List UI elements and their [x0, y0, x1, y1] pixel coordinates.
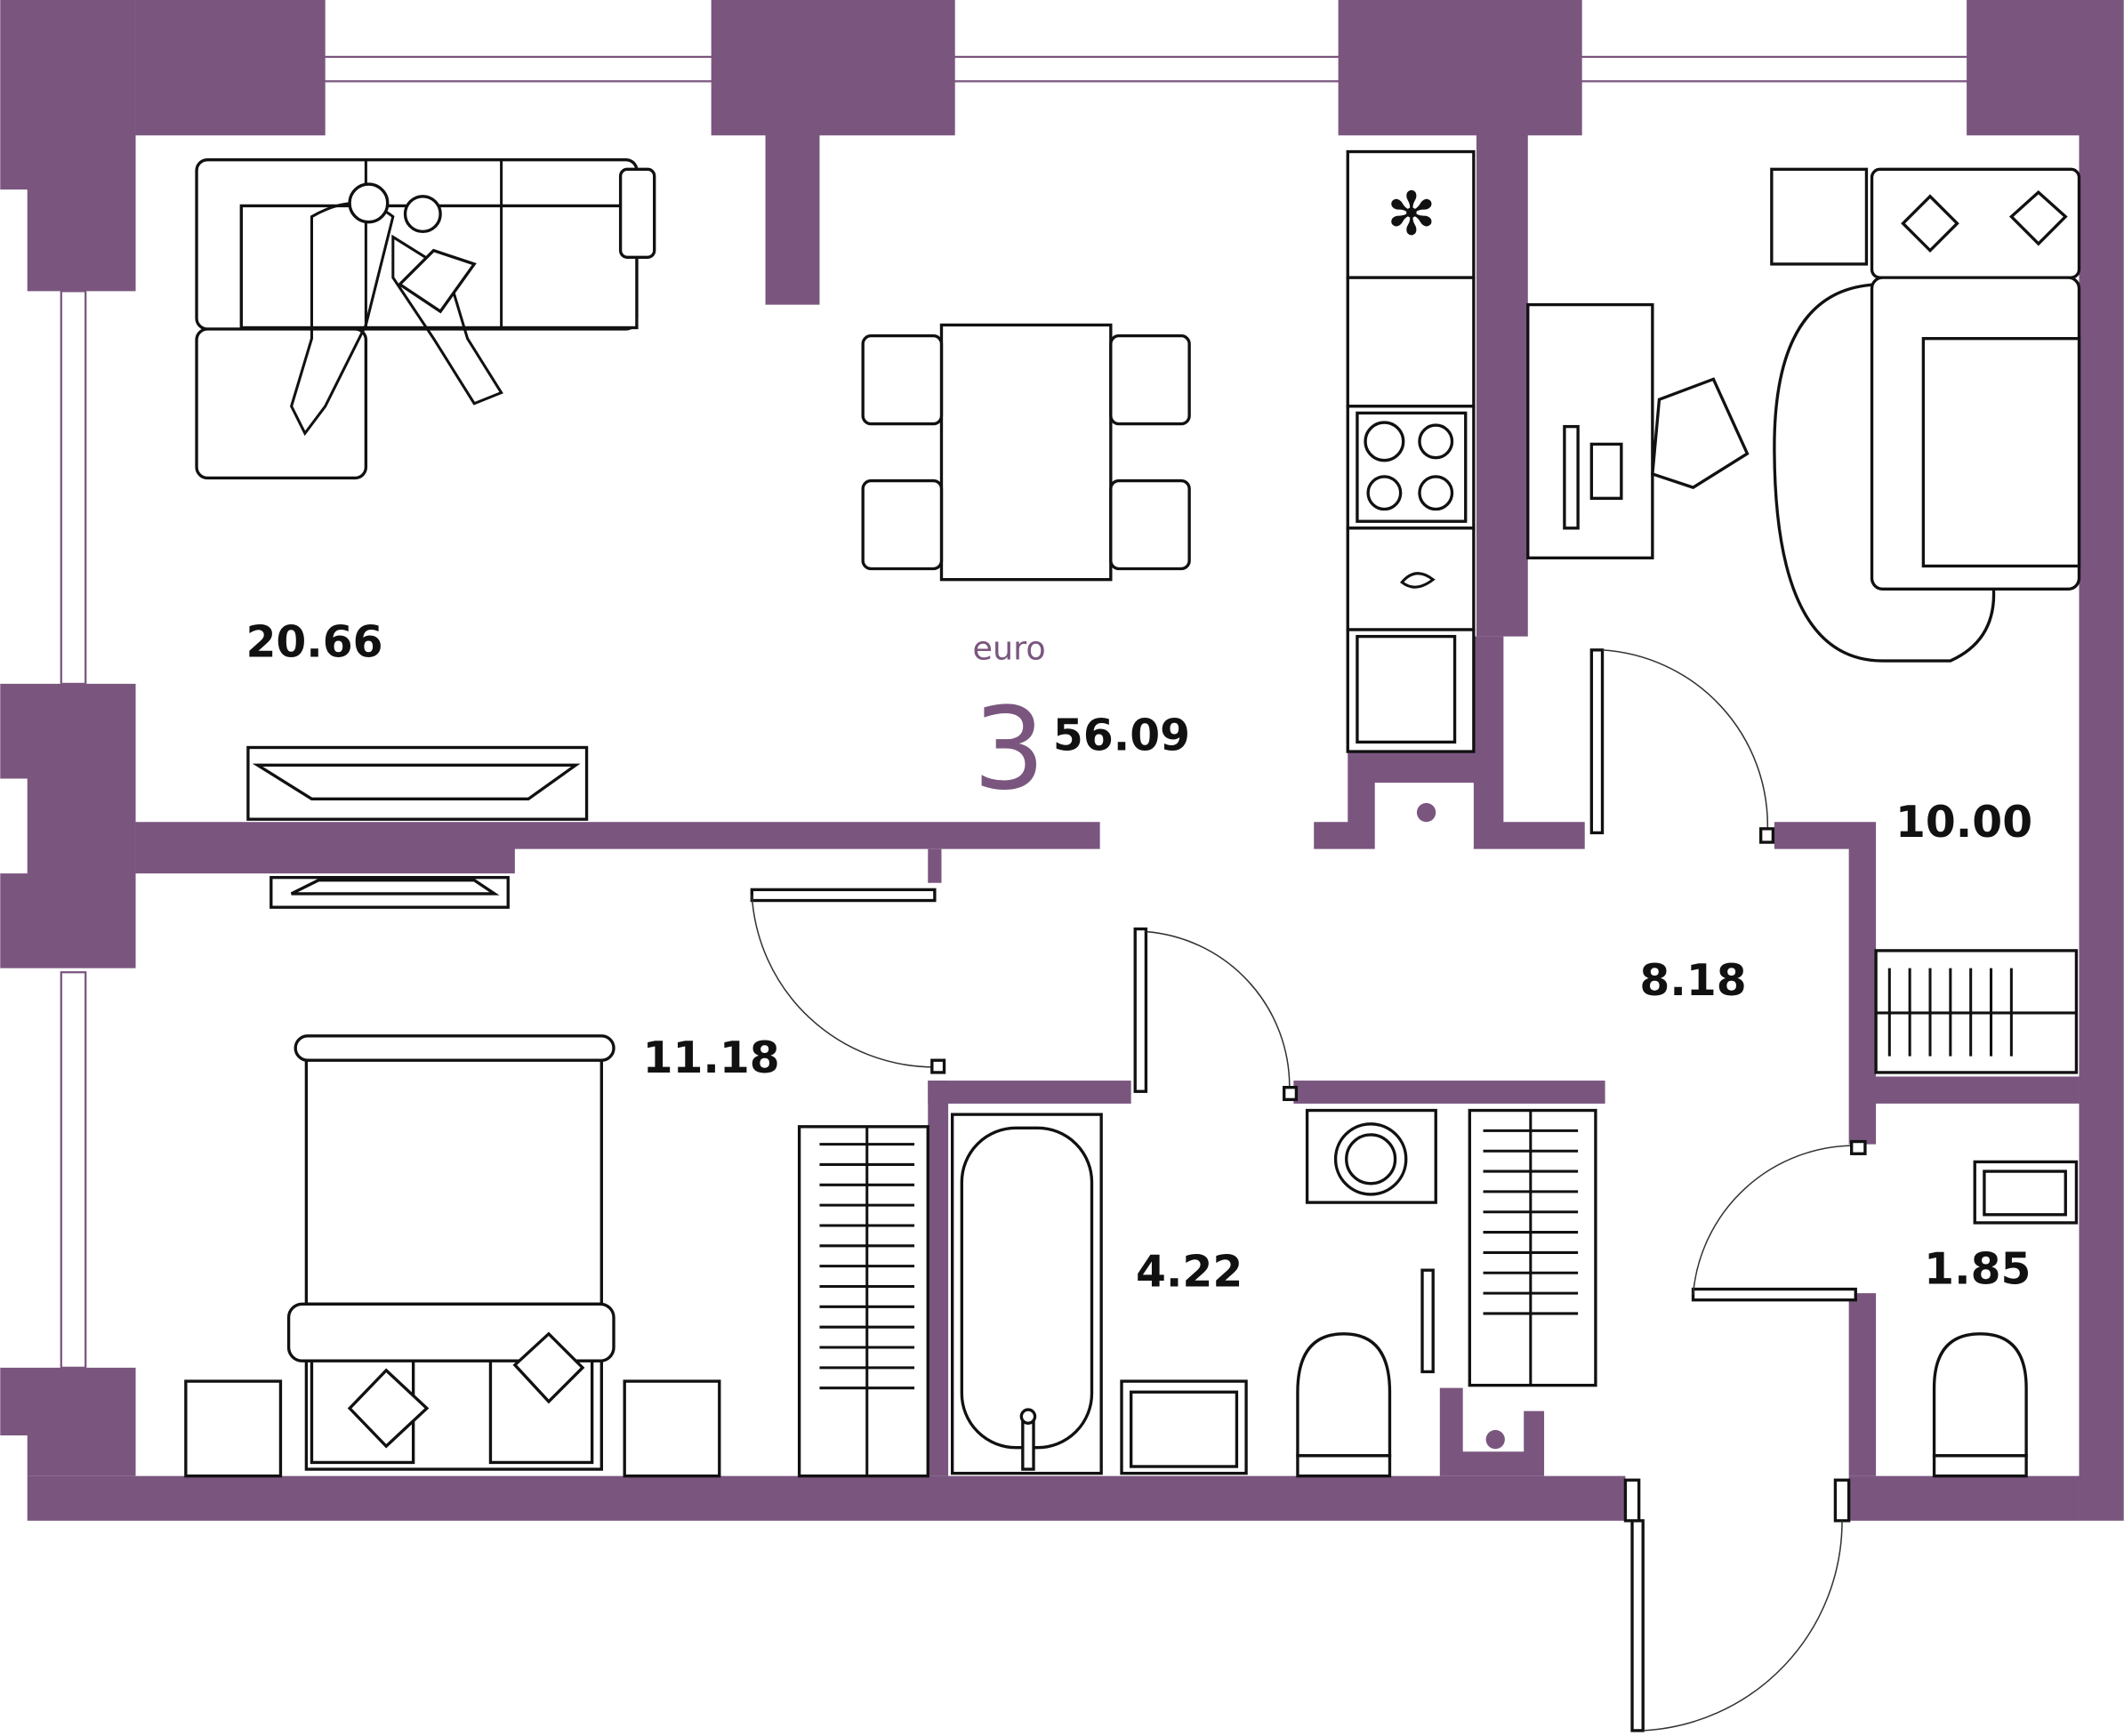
bathtub-icon [950, 1113, 1103, 1475]
towel-rack-icon [1468, 1108, 1597, 1387]
apartment-type-label: euro [973, 630, 1046, 668]
room-area-hallway: 8.18 [1639, 956, 1746, 1006]
toilet-icon [1296, 1268, 1435, 1478]
room-area-living: 20.66 [245, 617, 382, 667]
total-area: 56.09 [1053, 711, 1190, 761]
room-area-bedroom-2: 10.00 [1895, 798, 2032, 848]
doors [750, 648, 1867, 1732]
desk-icon [1526, 167, 1869, 559]
closet-icon [797, 1125, 929, 1478]
tv-stand-icon [246, 745, 589, 909]
windows [60, 55, 1972, 1369]
dining-table-icon [861, 323, 1191, 582]
washing-machine-icon [1305, 1108, 1437, 1204]
rooms-count: 3 [973, 683, 1045, 816]
sink-icon [1120, 1379, 1248, 1475]
bed-icon [184, 1034, 721, 1478]
wc-icon [1932, 1160, 2079, 1478]
room-area-bedroom: 11.18 [643, 1033, 780, 1083]
kitchen-unit-icon: ✻ [1346, 149, 1476, 753]
walls [0, 0, 2124, 1521]
wardrobe-icon [1874, 949, 2079, 1074]
sofa-icon [195, 157, 656, 480]
room-area-wc: 1.85 [1924, 1244, 2031, 1294]
snowflake-icon: ✻ [1387, 179, 1436, 248]
bed-2-icon [1773, 167, 2081, 663]
room-area-bathroom: 4.22 [1136, 1247, 1243, 1297]
